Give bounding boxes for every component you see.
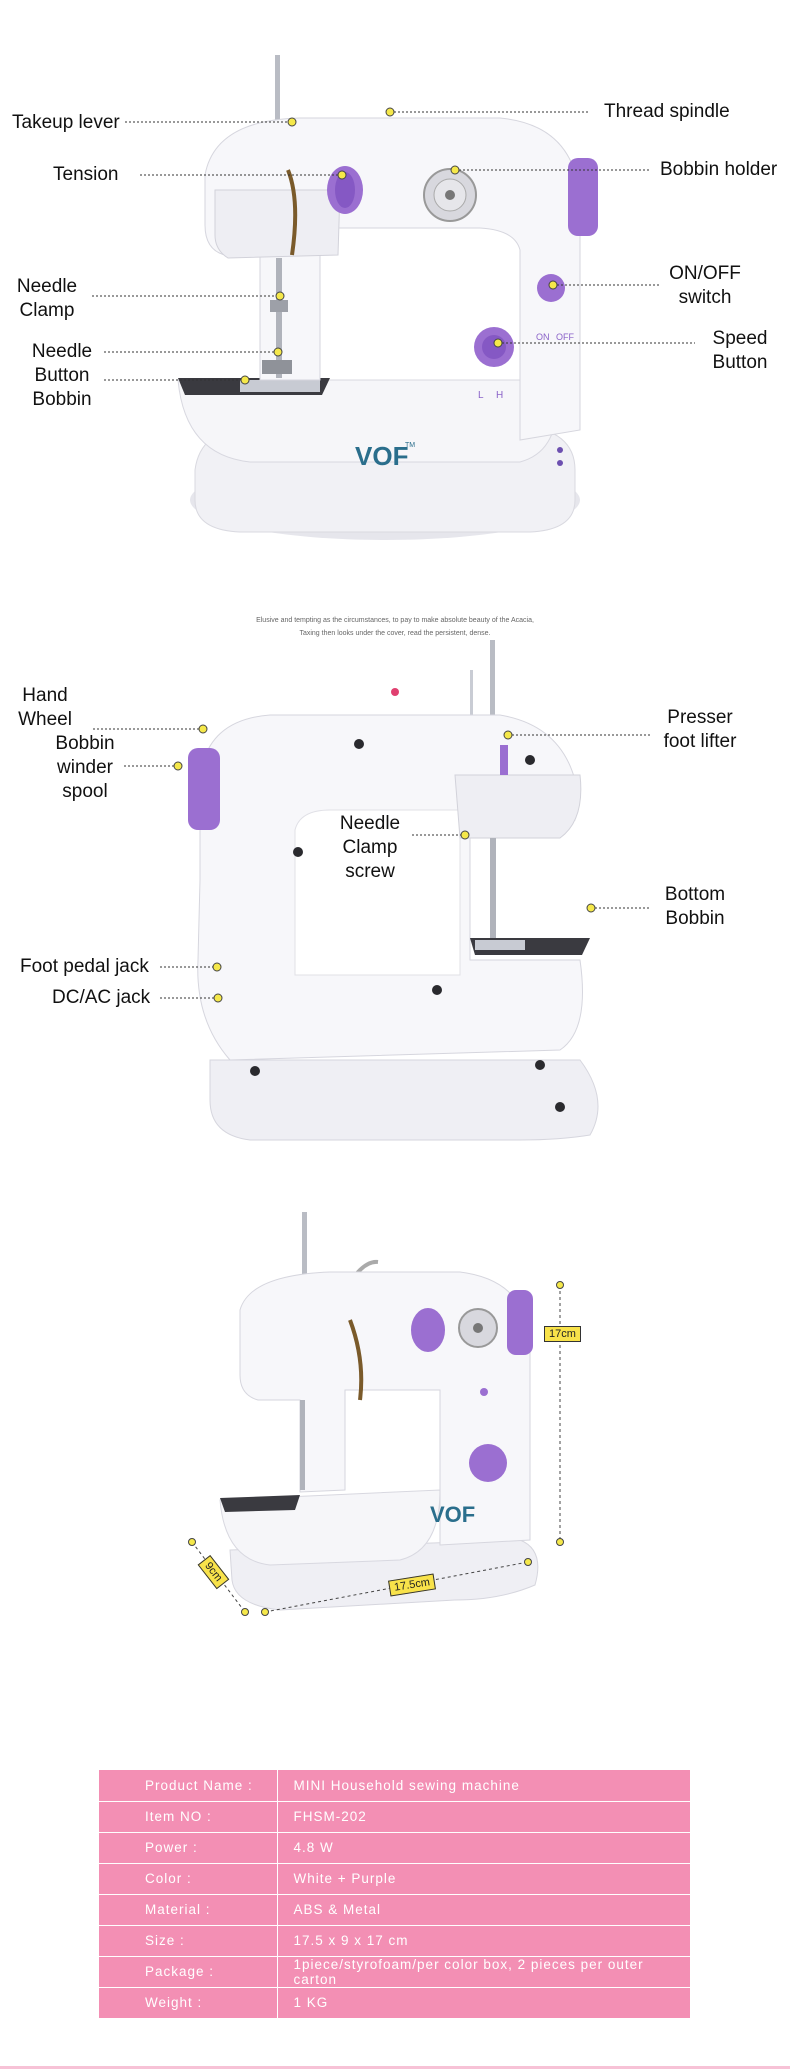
spec-value: 4.8 W (277, 1832, 690, 1864)
table-row: Power : 4.8 W (99, 1832, 690, 1864)
onoff-switch-marker (548, 280, 558, 290)
table-row: Product Name : MINI Household sewing mac… (99, 1770, 690, 1802)
spec-table: Product Name : MINI Household sewing mac… (99, 1770, 690, 2019)
switch-off-label: OFF (556, 332, 574, 342)
brand-logo: VOF (355, 441, 408, 471)
spec-key: Item NO : (99, 1801, 278, 1833)
spec-value: White + Purple (277, 1863, 690, 1895)
brand-tm: TM (405, 442, 415, 449)
speed-button-marker (493, 338, 503, 348)
tension-marker (337, 170, 347, 180)
footer-divider (0, 2066, 790, 2069)
takeup-lever-marker (287, 117, 297, 127)
width-right-marker (524, 1558, 532, 1566)
depth-bottom-marker (241, 1608, 249, 1616)
height-bottom-marker (556, 1538, 564, 1546)
callout-speed-button: Speed Button (712, 328, 768, 373)
spec-value: ABS & Metal (277, 1894, 690, 1926)
tagline-line-2: Taxing then looks under the cover, read … (299, 630, 491, 637)
spec-key: Power : (99, 1832, 278, 1864)
spec-value: MINI Household sewing machine (277, 1770, 690, 1802)
bobbin-holder-marker (450, 165, 460, 175)
dimensions-machine-illustration: VOF (188, 1212, 564, 1616)
tagline-line-1: Elusive and tempting as the circumstance… (256, 617, 534, 624)
spec-key: Package : (99, 1956, 278, 1988)
callout-tension: Tension (53, 164, 119, 185)
callout-dcac-jack: DC/AC jack (52, 987, 151, 1008)
table-row: Item NO : FHSM-202 (99, 1801, 690, 1833)
table-row: Weight : 1 KG (99, 1987, 690, 2019)
callout-bobbin-winder-spool: Bobbin winder spool (55, 733, 115, 802)
width-left-marker (261, 1608, 269, 1616)
spec-key: Product Name : (99, 1770, 278, 1802)
callout-bottom-bobbin: Bottom Bobbin (664, 884, 726, 929)
spec-key: Material : (99, 1894, 278, 1926)
callout-takeup-lever: Takeup lever (12, 112, 120, 133)
dimension-height-label: 17cm (544, 1326, 581, 1342)
callout-needle-clamp-screw: Needle Clamp screw (339, 813, 401, 882)
table-row: Package : 1piece/styrofoam/per color box… (99, 1956, 690, 1988)
callout-needle-button-bobbin: Needle Button Bobbin (31, 341, 93, 410)
spec-value: 17.5 x 9 x 17 cm (277, 1925, 690, 1957)
tagline: Elusive and tempting as the circumstance… (0, 614, 790, 640)
needle-clamp-marker (275, 291, 285, 301)
spec-key: Weight : (99, 1987, 278, 2019)
speed-high-label: H (496, 390, 503, 401)
callout-presser-foot-lifter: Presser foot lifter (663, 707, 737, 752)
spec-value: 1piece/styrofoam/per color box, 2 pieces… (277, 1956, 690, 1988)
switch-on-label: ON (536, 332, 550, 342)
bottom-bobbin-marker (586, 903, 596, 913)
dimensions-section: VOF 17cm 17.5cm 9cm (0, 1200, 790, 1760)
foot-pedal-jack-marker (212, 962, 222, 972)
rear-view-section: Hand Wheel Bobbin winder spool Presser f… (0, 580, 790, 1200)
spec-value: FHSM-202 (277, 1801, 690, 1833)
table-row: Color : White + Purple (99, 1863, 690, 1895)
front-view-section: ON OFF L H VOF TM Takeup lever Thread sp… (0, 0, 790, 580)
spec-value: 1 KG (277, 1987, 690, 2019)
callout-hand-wheel: Hand Wheel (18, 685, 72, 730)
spec-key: Size : (99, 1925, 278, 1957)
bobbin-marker (240, 375, 250, 385)
dim-brand-logo: VOF (430, 1502, 475, 1527)
bobbin-winder-spool-marker (173, 761, 183, 771)
presser-foot-lifter-marker (503, 730, 513, 740)
callout-needle-clamp: Needle Clamp (16, 276, 78, 321)
table-row: Material : ABS & Metal (99, 1894, 690, 1926)
speed-low-label: L (478, 390, 484, 401)
depth-top-marker (188, 1538, 196, 1546)
height-top-marker (556, 1281, 564, 1289)
needle-button-marker (273, 347, 283, 357)
dcac-jack-marker (213, 993, 223, 1003)
callout-thread-spindle: Thread spindle (604, 101, 730, 122)
table-row: Size : 17.5 x 9 x 17 cm (99, 1925, 690, 1957)
needle-clamp-screw-marker (460, 830, 470, 840)
callout-onoff-switch: ON/OFF switch (669, 263, 741, 308)
hand-wheel-marker (198, 724, 208, 734)
thread-spindle-marker (385, 107, 395, 117)
rear-view-machine-illustration (93, 640, 650, 1141)
spec-key: Color : (99, 1863, 278, 1895)
front-view-machine-illustration: ON OFF L H VOF TM (92, 55, 695, 540)
callout-bobbin-holder: Bobbin holder (660, 159, 778, 180)
callout-foot-pedal-jack: Foot pedal jack (20, 956, 149, 977)
